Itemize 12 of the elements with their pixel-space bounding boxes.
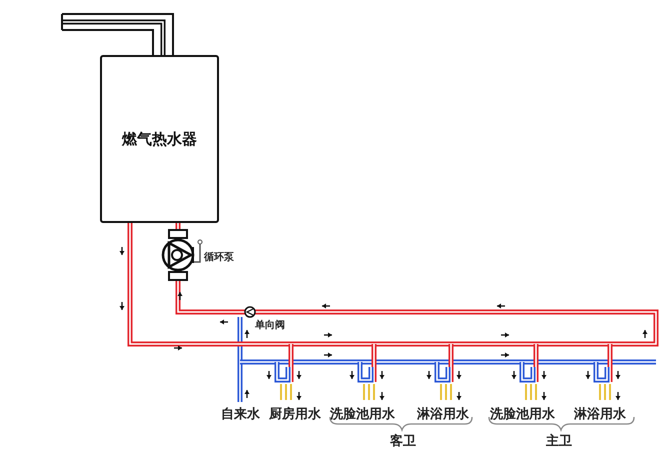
fixture-label: 厨房用水 <box>269 406 321 423</box>
group-label: 主卫 <box>546 432 572 450</box>
valve-label: 单向阀 <box>255 318 285 332</box>
fixture-label: 洗脸池用水 <box>490 406 555 423</box>
fixture-label: 自来水 <box>221 406 260 423</box>
water-heater-box <box>100 55 219 223</box>
pump-label: 循环泵 <box>204 250 234 264</box>
fixture-label: 洗脸池用水 <box>330 406 395 423</box>
node-label: 燃气热水器 <box>122 130 197 148</box>
fixture-label: 淋浴用水 <box>417 406 469 423</box>
group-label: 客卫 <box>390 432 416 450</box>
fixture-label: 淋浴用水 <box>574 406 626 423</box>
